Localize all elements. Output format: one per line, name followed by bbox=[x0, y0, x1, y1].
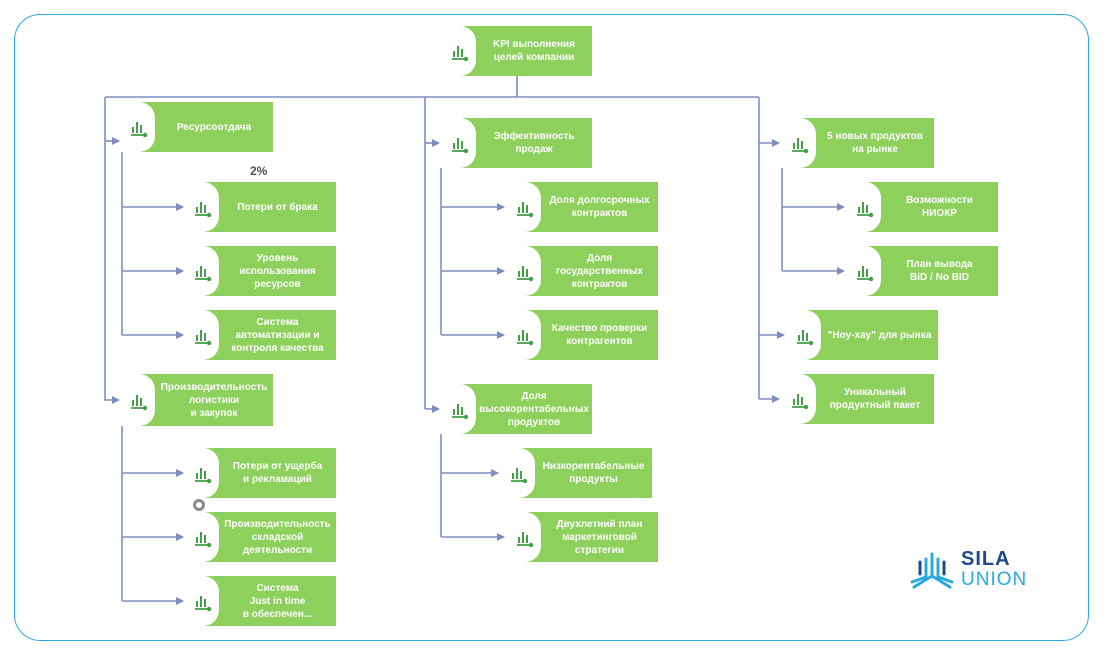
node-label: Потери от брака bbox=[237, 201, 318, 213]
chart-icon bbox=[185, 576, 219, 626]
logo-line2: UNION bbox=[961, 569, 1028, 590]
sila-union-logo: SILA UNION bbox=[910, 548, 1035, 592]
node-label: KPI выполнения целей компании bbox=[492, 39, 575, 63]
chart-icon bbox=[507, 246, 541, 296]
percent-annotation: 2% bbox=[250, 164, 268, 178]
node-novye-produkty[interactable]: 5 новых продуктов на рынке bbox=[782, 118, 934, 168]
node-resursootdacha[interactable]: Ресурсоотдача bbox=[121, 102, 273, 152]
node-proizv-sklad[interactable]: Производительность складской деятельност… bbox=[185, 512, 336, 562]
node-label: Доля государственных контрактов bbox=[555, 252, 644, 290]
node-jit[interactable]: Система Just in time в обеспечен... bbox=[185, 576, 336, 626]
node-poteri-usherba[interactable]: Потери от ущерба и рекламаций bbox=[185, 448, 336, 498]
node-label: Качество проверки контрагентов bbox=[551, 323, 648, 347]
node-kontragenty[interactable]: Качество проверки контрагентов bbox=[507, 310, 658, 360]
node-kpi-root[interactable]: KPI выполнения целей компании bbox=[442, 26, 592, 76]
chart-icon bbox=[185, 310, 219, 360]
chart-icon bbox=[185, 448, 219, 498]
node-marketing[interactable]: Двухлетний план маркетинговой стратегии bbox=[507, 512, 658, 562]
node-bid[interactable]: План вывода BiD / No BID bbox=[847, 246, 998, 296]
node-label: Потери от ущерба и рекламаций bbox=[232, 461, 323, 485]
node-label: Производительность логистики и закупок bbox=[160, 381, 268, 419]
node-label: Система автоматизации и контроля качеств… bbox=[231, 316, 324, 354]
node-label: План вывода BiD / No BID bbox=[906, 259, 973, 283]
node-poteri-braka[interactable]: Потери от брака bbox=[185, 182, 336, 232]
logo-mark-icon bbox=[910, 552, 954, 589]
node-nouhau[interactable]: "Ноу-хау" для рынка bbox=[787, 310, 938, 360]
node-proizv-logistiki[interactable]: Производительность логистики и закупок bbox=[121, 374, 273, 426]
chart-icon bbox=[507, 512, 541, 562]
node-label: Уровень использования ресурсов bbox=[239, 252, 316, 290]
chart-icon bbox=[501, 448, 535, 498]
node-paket[interactable]: Уникальный продуктный пакет bbox=[782, 374, 934, 424]
chart-icon bbox=[121, 374, 155, 426]
node-label: 5 новых продуктов на рынке bbox=[827, 131, 923, 155]
node-label: "Ноу-хау" для рынка bbox=[827, 329, 932, 341]
status-face-icon bbox=[193, 499, 205, 511]
node-gos-kontrakty[interactable]: Доля государственных контрактов bbox=[507, 246, 658, 296]
chart-icon bbox=[185, 512, 219, 562]
node-niokr[interactable]: Возможности НИОКР bbox=[847, 182, 998, 232]
node-label: Эффективность продаж bbox=[493, 131, 575, 155]
chart-icon bbox=[185, 182, 219, 232]
node-dolgosrochnye[interactable]: Доля долгосрочных контрактов bbox=[507, 182, 658, 232]
node-effektivnost[interactable]: Эффективность продаж bbox=[442, 118, 592, 168]
node-label: Ресурсоотдача bbox=[176, 121, 252, 133]
node-label: Доля высокорентабельных продуктов bbox=[479, 390, 589, 428]
node-label: Уникальный продуктный пакет bbox=[829, 387, 921, 411]
node-label: Низкорентабельные продукты bbox=[542, 461, 645, 485]
chart-icon bbox=[185, 246, 219, 296]
chart-icon bbox=[121, 102, 155, 152]
chart-icon bbox=[787, 310, 821, 360]
node-label: Система Just in time в обеспечен... bbox=[242, 582, 313, 620]
chart-icon bbox=[782, 374, 816, 424]
chart-icon bbox=[847, 246, 881, 296]
chart-icon bbox=[442, 26, 476, 76]
node-label: Производительность складской деятельност… bbox=[224, 518, 331, 556]
chart-icon bbox=[507, 182, 541, 232]
node-vysokorent[interactable]: Доля высокорентабельных продуктов bbox=[442, 384, 592, 434]
node-label: Возможности НИОКР bbox=[906, 195, 973, 219]
chart-icon bbox=[442, 118, 476, 168]
chart-icon bbox=[847, 182, 881, 232]
chart-icon bbox=[507, 310, 541, 360]
node-nizkorent[interactable]: Низкорентабельные продукты bbox=[501, 448, 652, 498]
node-label: Двухлетний план маркетинговой стратегии bbox=[556, 518, 643, 556]
node-label: Доля долгосрочных контрактов bbox=[549, 195, 650, 219]
node-uroven-resursov[interactable]: Уровень использования ресурсов bbox=[185, 246, 336, 296]
node-sistema-avtomatizacii[interactable]: Система автоматизации и контроля качеств… bbox=[185, 310, 336, 360]
chart-icon bbox=[442, 384, 476, 434]
logo-line1: SILA bbox=[961, 548, 1011, 570]
chart-icon bbox=[782, 118, 816, 168]
